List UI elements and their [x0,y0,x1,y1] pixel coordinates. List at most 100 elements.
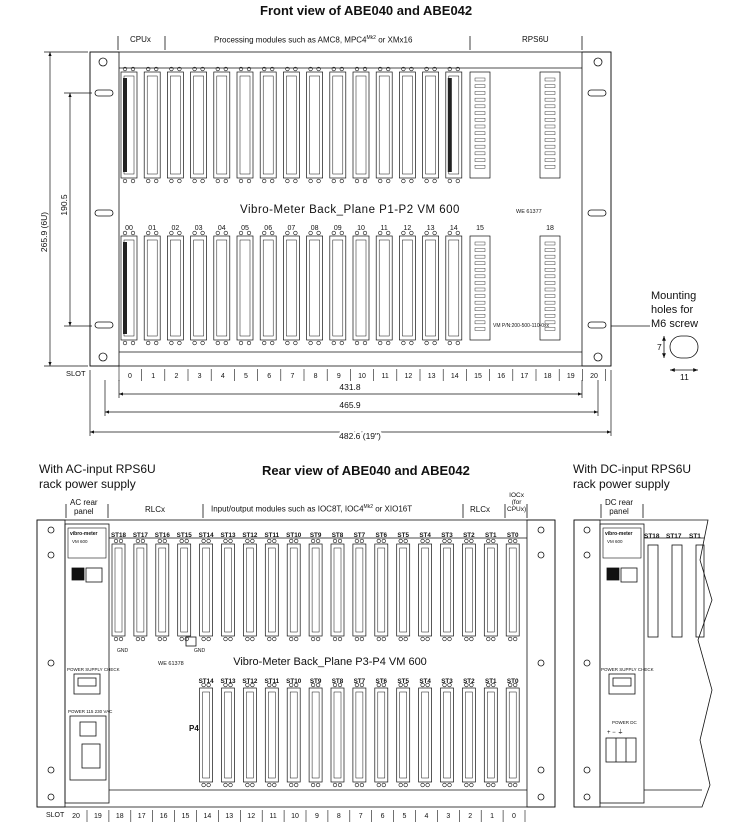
rear-lower-slots [199,682,520,788]
rear-lower-connector-label: ST14 [199,678,215,685]
front-slot-label: SLOT [66,369,86,378]
front-lower-slot [236,230,254,346]
psu-model: VM 600 [72,539,88,544]
rear-lower-connector-label: ST3 [441,678,453,685]
rear-lower-slot [352,682,367,788]
front-slot-number: 01 [148,225,156,232]
dc-chassis-outline [573,519,713,808]
front-upper-slot [167,66,184,184]
front-slot-number: 04 [218,225,226,232]
rps-connector [539,71,561,179]
mounting-note: Mounting holes for M6 screw [651,290,699,330]
front-mounting-holes [94,57,607,362]
rear-slot-row-number: 6 [381,813,385,820]
dim-width-1: 431.8 [339,382,361,392]
rear-upper-connector-label: ST2 [463,532,475,539]
front-processing-sup: Mk2 [366,35,376,41]
rps-connector [469,235,491,341]
dim-height-inner: 190.5 [59,194,69,216]
dim-width-2: 465.9 [339,400,361,410]
rear-lower-slot [462,682,476,788]
caption-dc: With DC-input RPS6U rack power supply [573,462,692,491]
rear-io-text: Input/output modules such as IOC8T, IOC4 [211,504,364,514]
rear-upper-connector-label: ST18 [111,532,127,539]
rear-slot-row-number: 7 [359,813,363,820]
rear-upper-connector-label: ST1 [485,532,497,539]
rear-view-ac [36,504,556,808]
rear-upper-connector-label: ST16 [155,532,171,539]
rear-lower-slot [330,682,345,788]
front-slot-number: 10 [357,225,365,232]
psu-logo: vibro-meter [70,531,98,537]
rear-upper-connector-label: ST4 [419,532,431,539]
ce-mark-box [71,567,85,581]
rear-slot-row-number: 3 [446,813,450,820]
rear-upper-slots [111,538,520,642]
rear-upper-connector-label: ST12 [242,532,258,539]
gnd-label: GND [117,648,129,654]
dim-height-total: 265.9 (6U) [39,212,49,252]
hole-dim-w: 11 [680,372,689,382]
front-slot-number: 18 [546,225,554,232]
rear-lower-slot [440,682,454,788]
front-dimension-labels: 265.9 (6U) 190.5 431.8 465.9 482.6 (19")… [39,194,689,443]
front-slot-number: 13 [427,225,435,232]
front-view-title: Front view of ABE040 and ABE042 [260,3,473,18]
front-processing-text: Processing modules such as AMC8, MPC4 [214,35,367,45]
front-lower-slot [352,230,370,346]
rear-upper-slot [396,538,411,642]
rear-lower-slot [418,682,432,788]
rear-slot-row-number: 14 [204,813,212,820]
rear-right-ear [526,519,556,808]
front-processing-text-2: or XMx16 [375,35,413,45]
rear-slot-row-number: 0 [512,813,516,820]
rear-upper-slot [155,538,170,642]
rear-slot-row-number: 5 [403,813,407,820]
front-upper-slot [259,66,277,184]
front-we-code: WE 61377 [516,209,542,215]
rear-slot-row-number: 13 [225,813,233,820]
dc-psu-power: POWER DC [612,720,638,725]
front-slot-row-number: 3 [198,373,202,380]
rear-slot-row-number: 2 [468,813,472,820]
front-upper-slots [120,66,561,341]
rear-upper-slot [199,538,213,642]
rear-view-title: Rear view of ABE040 and ABE042 [262,463,470,478]
rear-slot-row-number: 18 [116,813,124,820]
front-slot-row-number: 7 [290,373,294,380]
hole-dim-h: 7 [657,342,662,352]
rear-io-text-2: or XIO16T [372,504,413,514]
rear-lower-connector-label: ST9 [310,678,322,685]
rear-label-iocx: IOCx (for CPUx) [507,492,527,513]
rear-lower-slot [286,682,301,788]
front-slot-row-number: 12 [405,373,413,380]
rear-upper-slot [177,538,192,642]
rear-slot-row-number: 9 [315,813,319,820]
ac-psu-panel [64,523,110,804]
front-upper-slot [283,66,300,184]
front-lower-slot [445,230,463,346]
rear-upper-slot [264,538,279,642]
front-slot-number: 00 [125,225,133,232]
rear-upper-slot [505,538,520,642]
front-label-cpu: CPUx [130,35,151,44]
front-view [89,36,612,367]
front-lower-slot [120,230,138,346]
rear-upper-slot [111,538,126,642]
rear-slot-row-number: 1 [490,813,494,820]
front-slot-row-number: 6 [267,373,271,380]
dc-psu-logo: vibro-meter [605,531,633,537]
rear-upper-slot [308,538,323,642]
rear-upper-connector-label: ST10 [286,532,302,539]
front-slot-row-number: 8 [314,373,318,380]
front-label-rps: RPS6U [522,35,549,44]
front-dimensions [44,51,612,436]
front-slot-number: 08 [311,225,319,232]
front-slot-row-number: 19 [567,373,575,380]
rear-upper-connector-label: ST13 [220,532,236,539]
rear-upper-slot [243,538,257,642]
mounting-hole-detail [611,325,699,372]
rear-lower-connector-label: ST7 [354,678,366,685]
